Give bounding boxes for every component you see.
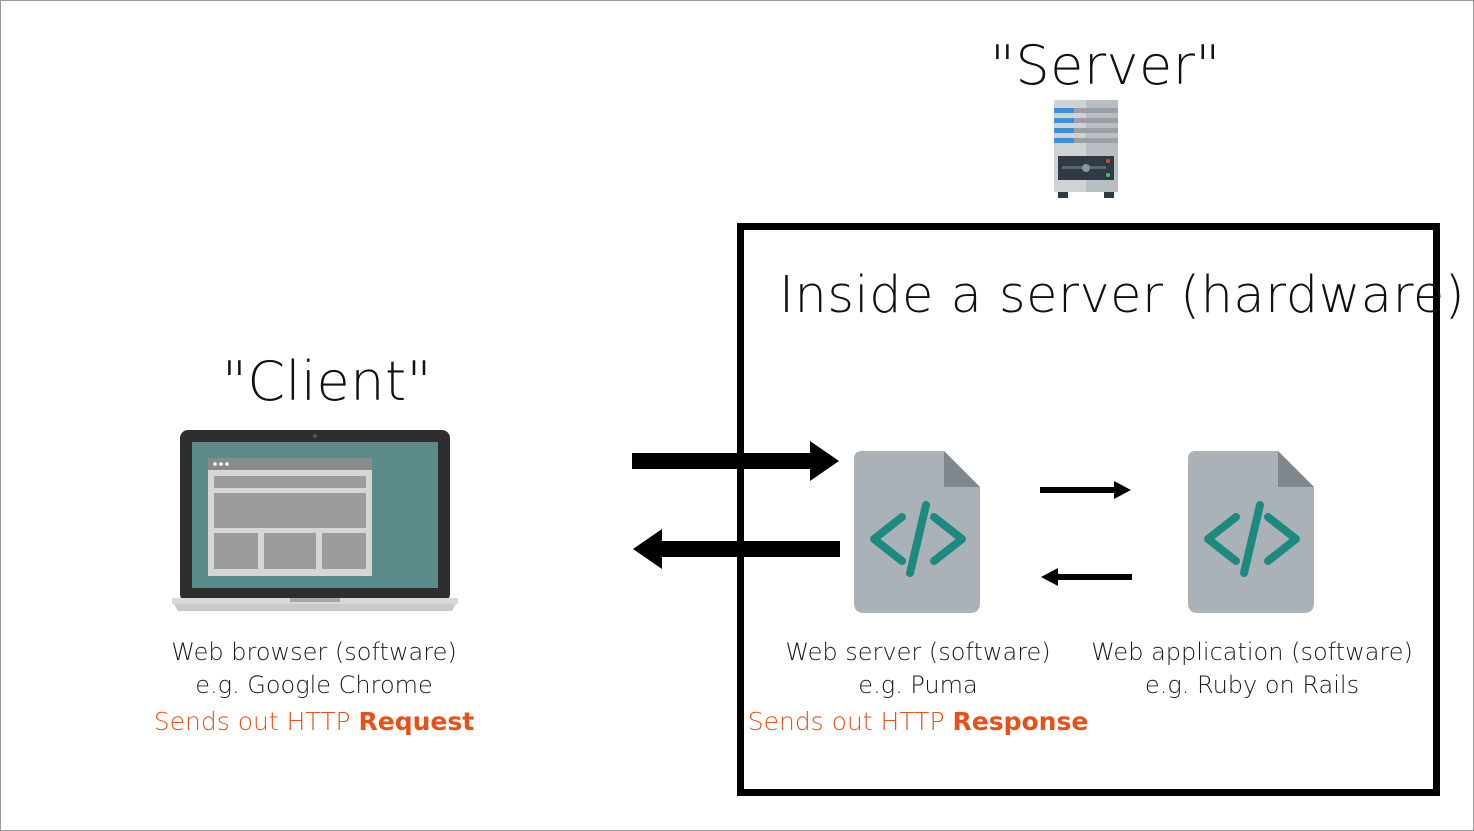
server-box-title: Inside a server (hardware) — [779, 266, 1466, 325]
web-server-caption-software: Web server (software) — [785, 638, 1051, 666]
web-server-caption: Web server (software) e.g. Puma Sends ou… — [718, 636, 1118, 738]
web-app-caption-example: e.g. Ruby on Rails — [1144, 671, 1360, 699]
web-server-action: Sends out HTTP Response — [718, 705, 1118, 738]
client-action: Sends out HTTP Request — [114, 705, 514, 738]
web-app-caption: Web application (software) e.g. Ruby on … — [1082, 636, 1422, 702]
server-title: "Server" — [990, 34, 1221, 97]
laptop-browser-icon — [172, 430, 458, 614]
web-server-action-prefix: Sends out HTTP — [747, 707, 945, 736]
client-action-bold: Request — [358, 707, 475, 736]
web-app-code-file-icon — [1188, 451, 1316, 615]
client-caption-software: Web browser (software) — [171, 638, 457, 666]
client-caption: Web browser (software) e.g. Google Chrom… — [114, 636, 514, 738]
request-arrow — [632, 441, 840, 481]
web-server-caption-example: e.g. Puma — [858, 671, 978, 699]
web-server-action-bold: Response — [952, 707, 1089, 736]
client-caption-example: e.g. Google Chrome — [195, 671, 433, 699]
web-server-code-file-icon — [854, 451, 982, 615]
web-app-caption-software: Web application (software) — [1091, 638, 1413, 666]
app-to-server-arrow — [1040, 567, 1132, 587]
server-to-app-arrow — [1040, 480, 1132, 500]
server-hardware-box — [737, 223, 1440, 796]
server-rack-icon — [1052, 100, 1120, 200]
response-arrow — [632, 529, 840, 569]
client-action-prefix: Sends out HTTP — [153, 707, 351, 736]
client-title: "Client" — [222, 350, 433, 413]
